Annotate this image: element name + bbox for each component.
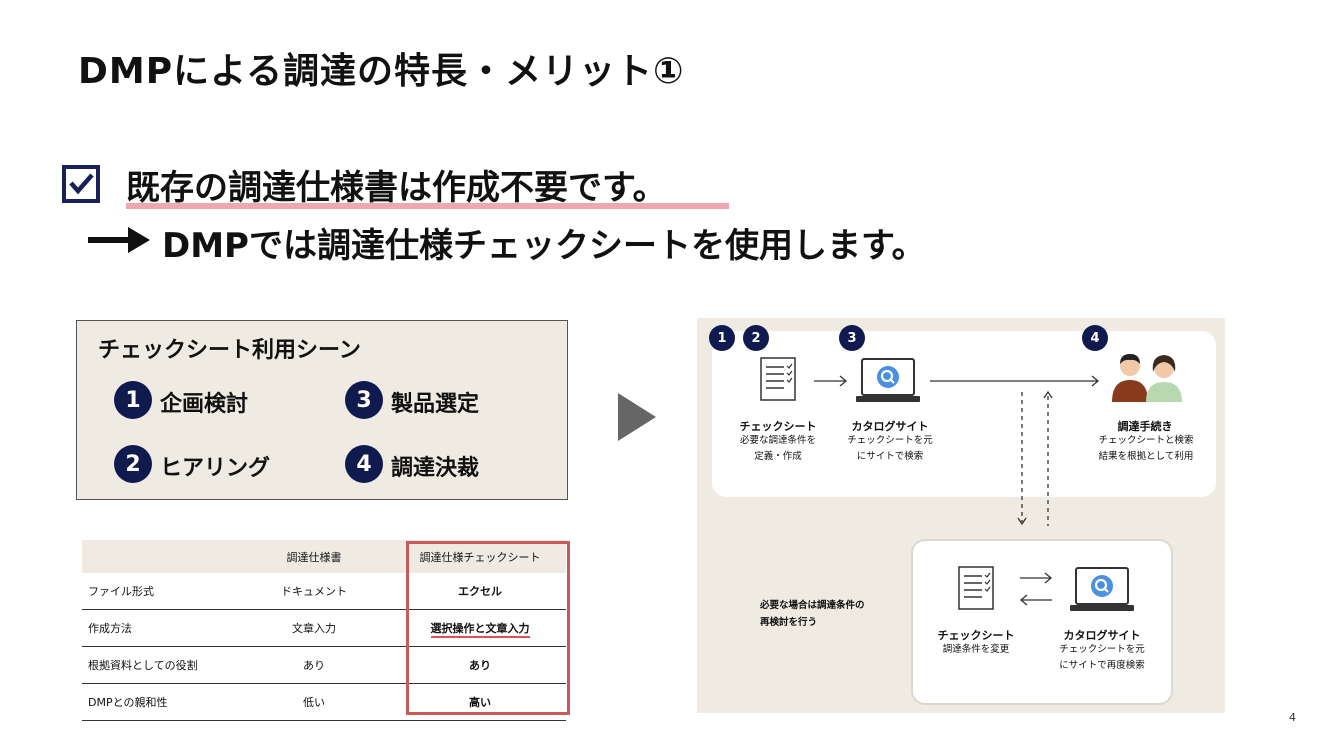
table-row: 根拠資料としての役割 あり あり	[82, 646, 566, 684]
table-row: 作成方法 文章入力 選択操作と文章入力	[82, 609, 566, 647]
table-cell: ドキュメント	[234, 573, 394, 610]
recheck-text-2: 再検討を行う	[760, 617, 818, 628]
catalog-sub-1: チェックシートを元	[847, 435, 933, 446]
checksheet-icon-bottom	[958, 566, 994, 614]
checksheet-sub-2: 定義・作成	[754, 451, 802, 462]
usage-scene-box	[76, 320, 568, 500]
scene-label-4: 調達決裁	[391, 456, 480, 481]
checkbox-icon	[62, 165, 100, 203]
table-cell: DMPとの親和性	[82, 683, 234, 721]
bottom-catalog-label: カタログサイト	[1063, 629, 1141, 642]
scene-number-3: 3	[345, 381, 383, 419]
bottom-catalog-sub-1: チェックシートを元	[1059, 644, 1145, 655]
comparison-table: 調達仕様書 調達仕様チェックシート ファイル形式 ドキュメント エクセル 作成方…	[82, 540, 566, 721]
step-number-1: 1	[709, 325, 735, 351]
scene-number-2: 2	[114, 445, 152, 483]
point-2-text: DMPでは調達仕様チェックシートを使用します。	[162, 226, 926, 266]
table-cell: 低い	[234, 683, 394, 721]
scene-number-4: 4	[345, 445, 383, 483]
table-header-cell	[82, 540, 234, 573]
table-cell: あり	[394, 646, 566, 684]
table-header-cell: 調達仕様書	[234, 540, 394, 573]
procurement-label: 調達手続き	[1117, 420, 1173, 433]
slide-title: DMPによる調達の特長・メリット①	[78, 51, 685, 92]
process-panel-bottom	[911, 539, 1173, 705]
table-cell: 作成方法	[82, 609, 234, 647]
checksheet-icon	[760, 357, 796, 405]
table-cell-highlight: 選択操作と文章入力	[394, 609, 566, 647]
scene-label-1: 企画検討	[160, 392, 249, 417]
table-cell: あり	[234, 646, 394, 684]
long-arrow-right-icon	[930, 372, 1100, 391]
laptop-search-icon-bottom	[1070, 566, 1134, 618]
table-cell: エクセル	[394, 573, 566, 610]
catalog-sub-2: にサイトで検索	[856, 451, 924, 462]
highlight-box	[406, 541, 570, 715]
checksheet-sub-1: 必要な調達条件を	[739, 435, 816, 446]
arrow-right-icon	[814, 372, 848, 391]
step-number-2: 2	[743, 325, 769, 351]
people-icon	[1108, 350, 1192, 406]
table-cell: 文章入力	[234, 609, 394, 647]
bottom-catalog-sub-2: にサイトで再度検索	[1059, 660, 1145, 671]
table-cell: ファイル形式	[82, 573, 234, 610]
bottom-checksheet-label: チェックシート	[937, 629, 1015, 642]
laptop-search-icon	[856, 357, 920, 409]
step-number-3: 3	[839, 325, 865, 351]
right-arrow-icon	[88, 225, 152, 259]
checksheet-label: チェックシート	[739, 420, 817, 433]
scene-label-3: 製品選定	[391, 392, 480, 417]
table-header-row: 調達仕様書 調達仕様チェックシート	[82, 540, 566, 573]
recheck-text-1: 必要な場合は調達条件の	[760, 600, 865, 611]
catalog-label: カタログサイト	[851, 420, 929, 433]
page-number: 4	[1289, 711, 1296, 724]
table-cell: 選択操作と文章入力	[430, 622, 530, 638]
dashed-arrows-icon	[1014, 390, 1058, 532]
bottom-checksheet-sub: 調達条件を変更	[942, 644, 1010, 655]
table-cell: 根拠資料としての役割	[82, 646, 234, 684]
table-header-cell: 調達仕様チェックシート	[394, 540, 566, 573]
scene-label-2: ヒアリング	[160, 456, 271, 481]
point-1-text: 既存の調達仕様書は作成不要です。	[126, 168, 667, 208]
procurement-sub-2: 結果を根拠として利用	[1098, 451, 1194, 462]
bidirectional-arrows-icon	[1018, 570, 1054, 612]
highlight-underline	[126, 203, 729, 209]
table-row: ファイル形式 ドキュメント エクセル	[82, 573, 566, 610]
scene-number-1: 1	[114, 381, 152, 419]
usage-scene-title: チェックシート利用シーン	[98, 338, 361, 363]
procurement-sub-1: チェックシートと検索	[1098, 435, 1194, 446]
step-number-4: 4	[1082, 325, 1108, 351]
play-triangle-icon	[618, 393, 656, 441]
